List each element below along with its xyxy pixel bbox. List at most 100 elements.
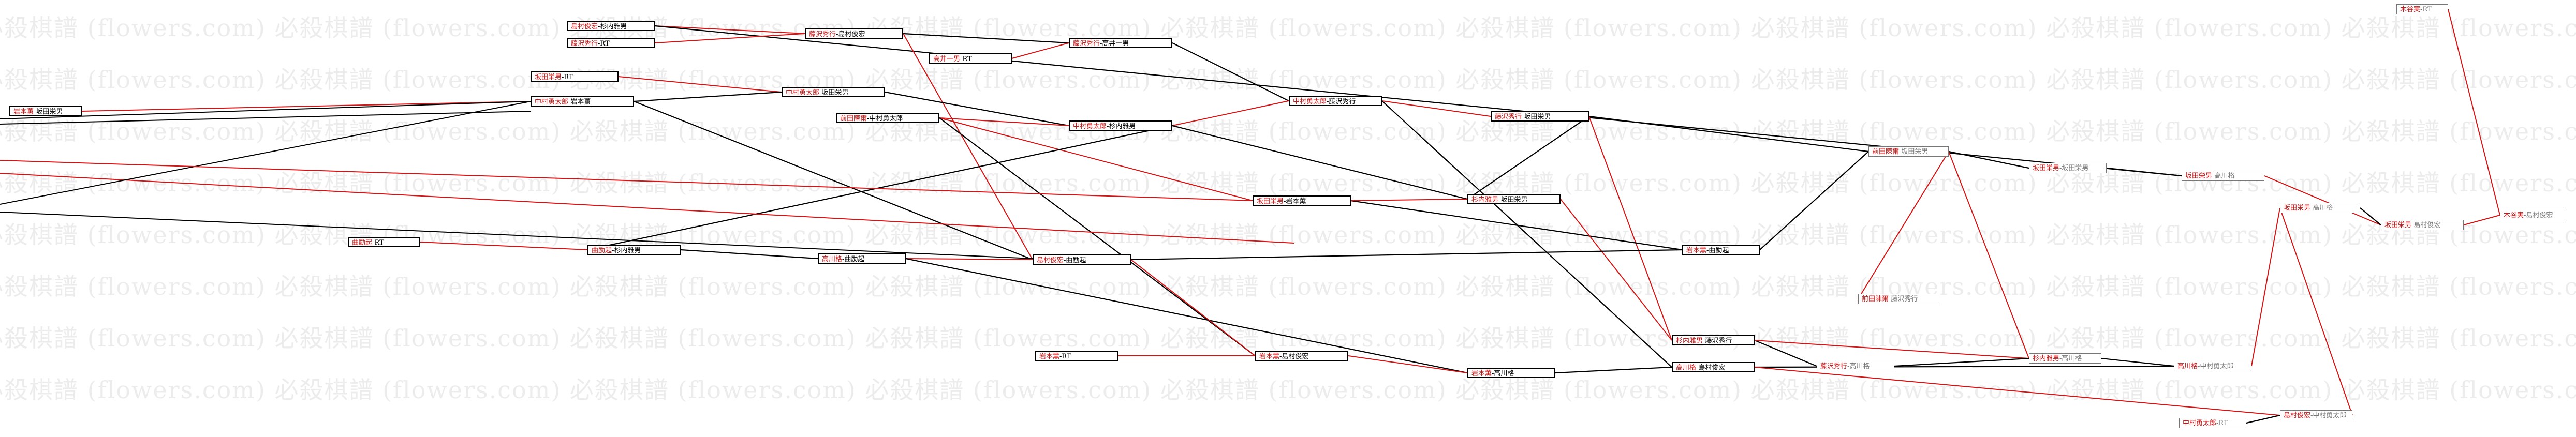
player-b: 坂田栄男 — [821, 89, 849, 97]
player-b: 坂田栄男 — [2062, 164, 2089, 172]
player-a: 杉内雅男 — [2033, 355, 2060, 363]
player-a: 坂田栄男 — [2033, 164, 2060, 172]
player-a: 木谷実 — [2504, 212, 2524, 219]
player-a: 坂田栄男 — [2384, 221, 2412, 229]
bracket-edge — [1350, 200, 1683, 251]
player-b: 高川格 — [2214, 172, 2235, 180]
match-node: 高川格-中村勇太郎 — [2174, 361, 2251, 371]
bracket-edge — [2279, 207, 2353, 416]
player-a: 中村勇太郎 — [786, 89, 820, 97]
bracket-edge — [0, 173, 1294, 244]
player-b: 杉内雅男 — [614, 247, 641, 254]
player-a: 中村勇太郎 — [2183, 419, 2217, 427]
player-a: 木谷実 — [2400, 6, 2421, 13]
match-node: 前田陳爾-中村勇太郎 — [836, 113, 939, 123]
player-b: RT — [1062, 353, 1071, 360]
player-b: 坂田栄男 — [1524, 113, 1551, 121]
match-node: 木谷実-RT — [2396, 4, 2448, 14]
separator: - — [1059, 353, 1062, 360]
separator: - — [2411, 221, 2414, 229]
separator: - — [1100, 40, 1102, 48]
separator: - — [1847, 363, 1850, 370]
player-b: 杉内雅男 — [600, 23, 627, 31]
separator: - — [1492, 370, 1494, 378]
player-a: 島村俊宏 — [571, 23, 598, 31]
match-node: 杉内雅男-高川格 — [2029, 353, 2101, 364]
bracket-edge — [1588, 116, 1672, 341]
match-node: 岩本薫-曲励起 — [1682, 245, 1760, 255]
player-b: 中村勇太郎 — [2313, 412, 2347, 419]
separator: - — [2059, 355, 2062, 363]
player-b: 高井一男 — [1102, 40, 1129, 48]
bracket-edge — [1381, 100, 1491, 117]
match-node: 藤沢秀行-島村俊宏 — [805, 28, 903, 39]
player-a: 曲励起 — [592, 247, 612, 254]
bracket-edge — [2463, 215, 2500, 225]
player-b: 中村勇太郎 — [2200, 363, 2234, 370]
separator: - — [836, 31, 838, 38]
player-a: 島村俊宏 — [1037, 257, 1064, 264]
player-b: 高川格 — [2062, 355, 2082, 363]
match-node: 杉内雅男-坂田栄男 — [1467, 194, 1561, 204]
bracket-edge — [634, 91, 782, 102]
match-node: 高川格-曲励起 — [818, 253, 906, 264]
separator: - — [1284, 198, 1286, 205]
separator: - — [2216, 419, 2219, 427]
player-a: 坂田栄男 — [2284, 204, 2311, 212]
bracket-edge — [1555, 366, 1672, 374]
player-a: 曲励起 — [352, 239, 373, 247]
match-node: 前田陳爾-藤沢秀行 — [1858, 294, 1938, 304]
separator: - — [1327, 98, 1329, 106]
separator: - — [2310, 412, 2313, 419]
player-a: 岩本薫 — [1039, 353, 1060, 360]
bracket-edge — [0, 212, 1033, 259]
match-node: 島村俊宏-曲励起 — [1033, 254, 1131, 265]
separator: - — [2524, 212, 2526, 219]
player-b: 中村勇太郎 — [869, 115, 903, 123]
bracket-edge — [1588, 115, 1869, 153]
bracket-edge — [2246, 414, 2280, 424]
match-node: 藤沢秀行-坂田栄男 — [1491, 111, 1589, 122]
player-b: 曲励起 — [844, 255, 865, 263]
match-node: 高川格-島村俊宏 — [1672, 362, 1755, 372]
bracket-edge — [2101, 357, 2174, 367]
bracket-edge — [1350, 199, 1468, 201]
match-node: 島村俊宏-杉内雅男 — [567, 21, 655, 31]
player-b: 岩本薫 — [570, 98, 591, 106]
player-a: 藤沢秀行 — [1495, 113, 1522, 121]
match-node: 中村勇太郎-坂田栄男 — [782, 87, 885, 97]
match-node: 坂田栄男-島村俊宏 — [2381, 220, 2464, 230]
player-a: 杉内雅男 — [1676, 337, 1703, 345]
match-node: 前田陳爾-坂田栄男 — [1868, 146, 1949, 157]
match-node: 岩本薫-RT — [1035, 351, 1118, 361]
match-node: 岩本薫-島村俊宏 — [1255, 351, 1348, 361]
player-b: RT — [962, 55, 972, 63]
match-node: 曲励起-RT — [348, 237, 420, 247]
bracket-edge — [1011, 42, 1069, 59]
separator: - — [1899, 148, 1902, 156]
separator: - — [1703, 337, 1705, 345]
player-a: 中村勇太郎 — [1293, 98, 1327, 106]
bracket-edge — [905, 258, 1033, 260]
player-a: 高川格 — [822, 255, 843, 263]
player-a: 岩本薫 — [1259, 353, 1280, 360]
match-node: 岩本薫-坂田栄男 — [9, 106, 82, 116]
bracket-edge — [0, 160, 1253, 201]
match-node: 坂田栄男-RT — [531, 71, 619, 82]
bracket-edge — [0, 101, 531, 119]
bracket-edge — [939, 117, 1256, 356]
bracket-edge — [1467, 116, 1589, 200]
separator: - — [1279, 353, 1282, 360]
match-node: 坂田栄男-坂田栄男 — [2029, 163, 2107, 173]
bracket-edge — [1894, 357, 2029, 367]
match-node: 曲励起-杉内雅男 — [587, 245, 681, 255]
bracket-edge — [1759, 151, 1869, 250]
player-b: 島村俊宏 — [1282, 353, 1309, 360]
separator: - — [568, 98, 571, 106]
player-b: 島村俊宏 — [838, 31, 865, 38]
bracket-edge — [1858, 151, 1949, 299]
bracket-edge — [1130, 249, 1683, 261]
separator: - — [1706, 247, 1709, 254]
match-node: 中村勇太郎-岩本薫 — [531, 96, 634, 107]
